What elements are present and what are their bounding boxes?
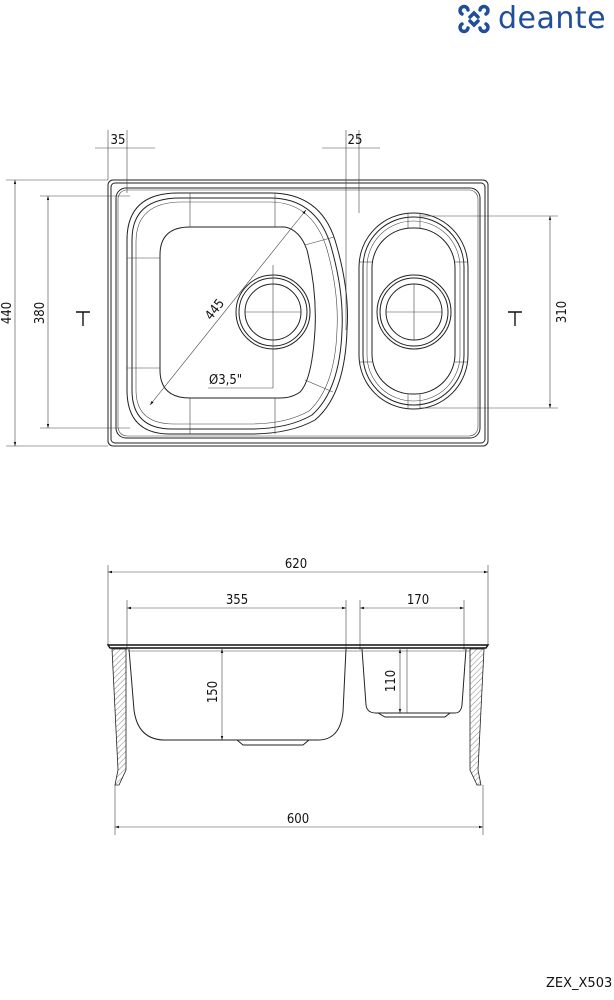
brand-name: deante [498, 1, 607, 36]
model-code: ZEX_X503 [546, 976, 613, 991]
small-bowl [358, 212, 469, 410]
right-cabinet-wall [469, 648, 485, 786]
top-view: 35 25 440 380 310 445 Ø3,5" [0, 130, 570, 447]
large-bowl [126, 192, 348, 435]
dim-380: 380 [33, 302, 48, 324]
sink-rim [106, 644, 490, 649]
sink-outline [107, 179, 489, 447]
small-bowl-profile [361, 648, 467, 714]
dim-620: 620 [285, 557, 307, 572]
dim-drain: Ø3,5" [209, 373, 242, 388]
dim-355: 355 [226, 593, 248, 608]
left-cabinet-wall [111, 648, 127, 786]
dim-170: 170 [407, 593, 429, 608]
dim-150: 150 [206, 681, 221, 703]
top-dimensions: 35 25 440 380 310 445 Ø3,5" [0, 130, 570, 447]
logo-mark-icon [458, 4, 490, 34]
small-drain [376, 274, 452, 350]
dim-25: 25 [348, 133, 363, 148]
dim-600: 600 [287, 812, 309, 827]
dim-35: 35 [111, 133, 126, 148]
side-view: 620 355 170 150 110 600 [106, 557, 490, 835]
dim-445: 445 [202, 296, 228, 323]
centerline-marker-right [508, 311, 522, 326]
dim-110: 110 [384, 670, 399, 692]
deante-logo: deante [456, 4, 606, 34]
dim-310: 310 [555, 301, 570, 323]
centerline-marker-left [76, 311, 90, 326]
dim-440: 440 [0, 302, 15, 324]
large-bowl-profile [128, 648, 347, 741]
